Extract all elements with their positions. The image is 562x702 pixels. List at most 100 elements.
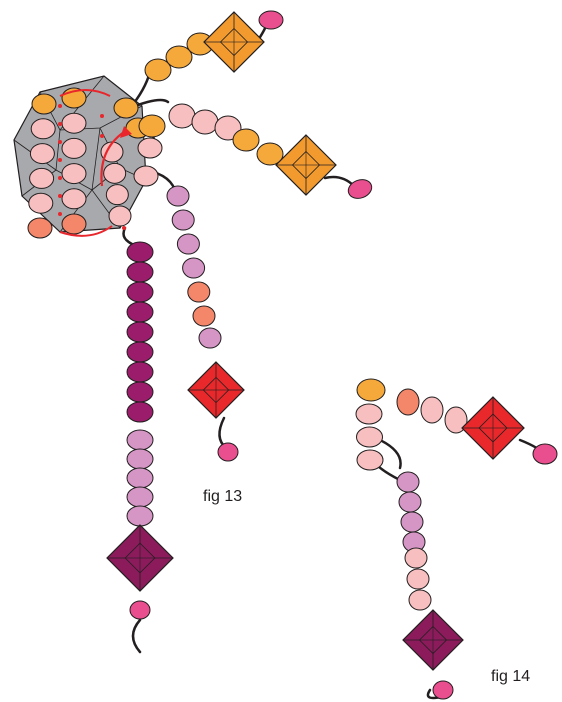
- fig13-left-beads: [27, 87, 87, 239]
- bead: [144, 58, 172, 82]
- bead: [171, 209, 195, 231]
- bead: [404, 547, 428, 569]
- bead: [406, 568, 430, 590]
- bead: [61, 163, 87, 185]
- bead: [126, 429, 154, 451]
- bead: [29, 167, 55, 189]
- drop-bead-icon: [432, 680, 454, 700]
- arrow-shaft: [100, 131, 125, 187]
- drop-bead-icon: [258, 10, 284, 30]
- bead: [126, 486, 154, 508]
- bead: [27, 217, 53, 239]
- bead: [126, 361, 154, 383]
- red-thread-dot: [58, 158, 62, 162]
- bead: [168, 103, 196, 129]
- bead: [31, 93, 57, 115]
- drop-bead-icon: [347, 179, 373, 199]
- square-bicone-crystal-icon: [461, 396, 525, 460]
- bead: [61, 112, 87, 134]
- thread-path-arrow-icon: [100, 126, 132, 187]
- red-thread-dot: [58, 176, 62, 180]
- fig13-strand-upper: [144, 10, 284, 82]
- bead: [126, 448, 154, 470]
- bead: [126, 321, 154, 343]
- square-bicone-crystal-icon: [106, 524, 174, 592]
- bead: [137, 137, 163, 159]
- bead: [138, 114, 166, 138]
- bead: [126, 505, 154, 527]
- red-thread: [59, 89, 111, 97]
- drop-bead-icon: [129, 600, 151, 620]
- bead: [61, 213, 87, 235]
- bead: [28, 192, 54, 214]
- figure-13-label: fig 13: [203, 488, 243, 505]
- bead: [192, 305, 216, 327]
- bead: [133, 165, 159, 187]
- thread: [131, 618, 142, 654]
- bead: [61, 137, 87, 159]
- fig13-strand-middle: [138, 103, 373, 199]
- bead: [400, 511, 424, 533]
- fig14-horizontal-strand: [356, 378, 558, 465]
- bead: [165, 45, 193, 69]
- bead: [182, 257, 206, 279]
- bead: [113, 97, 139, 119]
- bead: [103, 162, 127, 184]
- bead: [126, 467, 154, 489]
- square-bicone-crystal-icon: [187, 361, 245, 419]
- bead: [191, 109, 219, 135]
- bead: [408, 589, 432, 611]
- bead: [126, 381, 154, 403]
- drop-bead-icon: [532, 443, 558, 465]
- bead: [126, 341, 154, 363]
- base-facet: [55, 129, 61, 171]
- bead: [420, 396, 444, 424]
- drop-bead-icon: [217, 442, 239, 462]
- square-bicone-crystal-icon: [203, 11, 265, 73]
- bead: [126, 241, 154, 263]
- bead: [29, 143, 55, 165]
- red-thread-dot: [58, 122, 62, 126]
- bead: [108, 205, 132, 227]
- square-bicone-crystal-icon: [402, 609, 464, 671]
- red-thread: [59, 225, 113, 237]
- fig13-strand-long: [106, 241, 174, 620]
- red-thread-dot: [58, 104, 62, 108]
- bead: [126, 281, 154, 303]
- red-thread-dot: [100, 134, 104, 138]
- bead: [126, 301, 154, 323]
- red-thread-dot: [100, 114, 104, 118]
- bead: [105, 184, 129, 206]
- bead: [30, 118, 56, 140]
- bead: [356, 378, 386, 402]
- thread: [323, 175, 356, 188]
- bead: [198, 327, 222, 349]
- bead: [356, 449, 384, 471]
- bead: [166, 185, 190, 207]
- arrow-head: [120, 126, 132, 138]
- fig13-inner-beads: [100, 97, 151, 227]
- bead: [61, 188, 87, 210]
- base-facet: [91, 127, 101, 191]
- bead: [356, 426, 383, 448]
- red-thread-dot: [58, 194, 62, 198]
- square-bicone-crystal-icon: [275, 134, 337, 196]
- thread: [378, 438, 402, 470]
- red-thread-dot: [58, 212, 62, 216]
- bead: [398, 491, 422, 513]
- red-thread-dot: [122, 226, 126, 230]
- figure-14-label: fig 14: [491, 668, 531, 685]
- bead: [396, 388, 420, 416]
- thread: [122, 226, 134, 246]
- bead: [126, 401, 154, 423]
- bead: [444, 406, 468, 434]
- bead: [396, 471, 420, 493]
- bead: [232, 128, 260, 152]
- bead: [176, 233, 200, 255]
- bead: [256, 142, 284, 166]
- red-thread-dot: [58, 140, 62, 144]
- bead: [187, 281, 211, 303]
- bead: [126, 261, 154, 283]
- fig14-vertical-strand: [355, 403, 464, 700]
